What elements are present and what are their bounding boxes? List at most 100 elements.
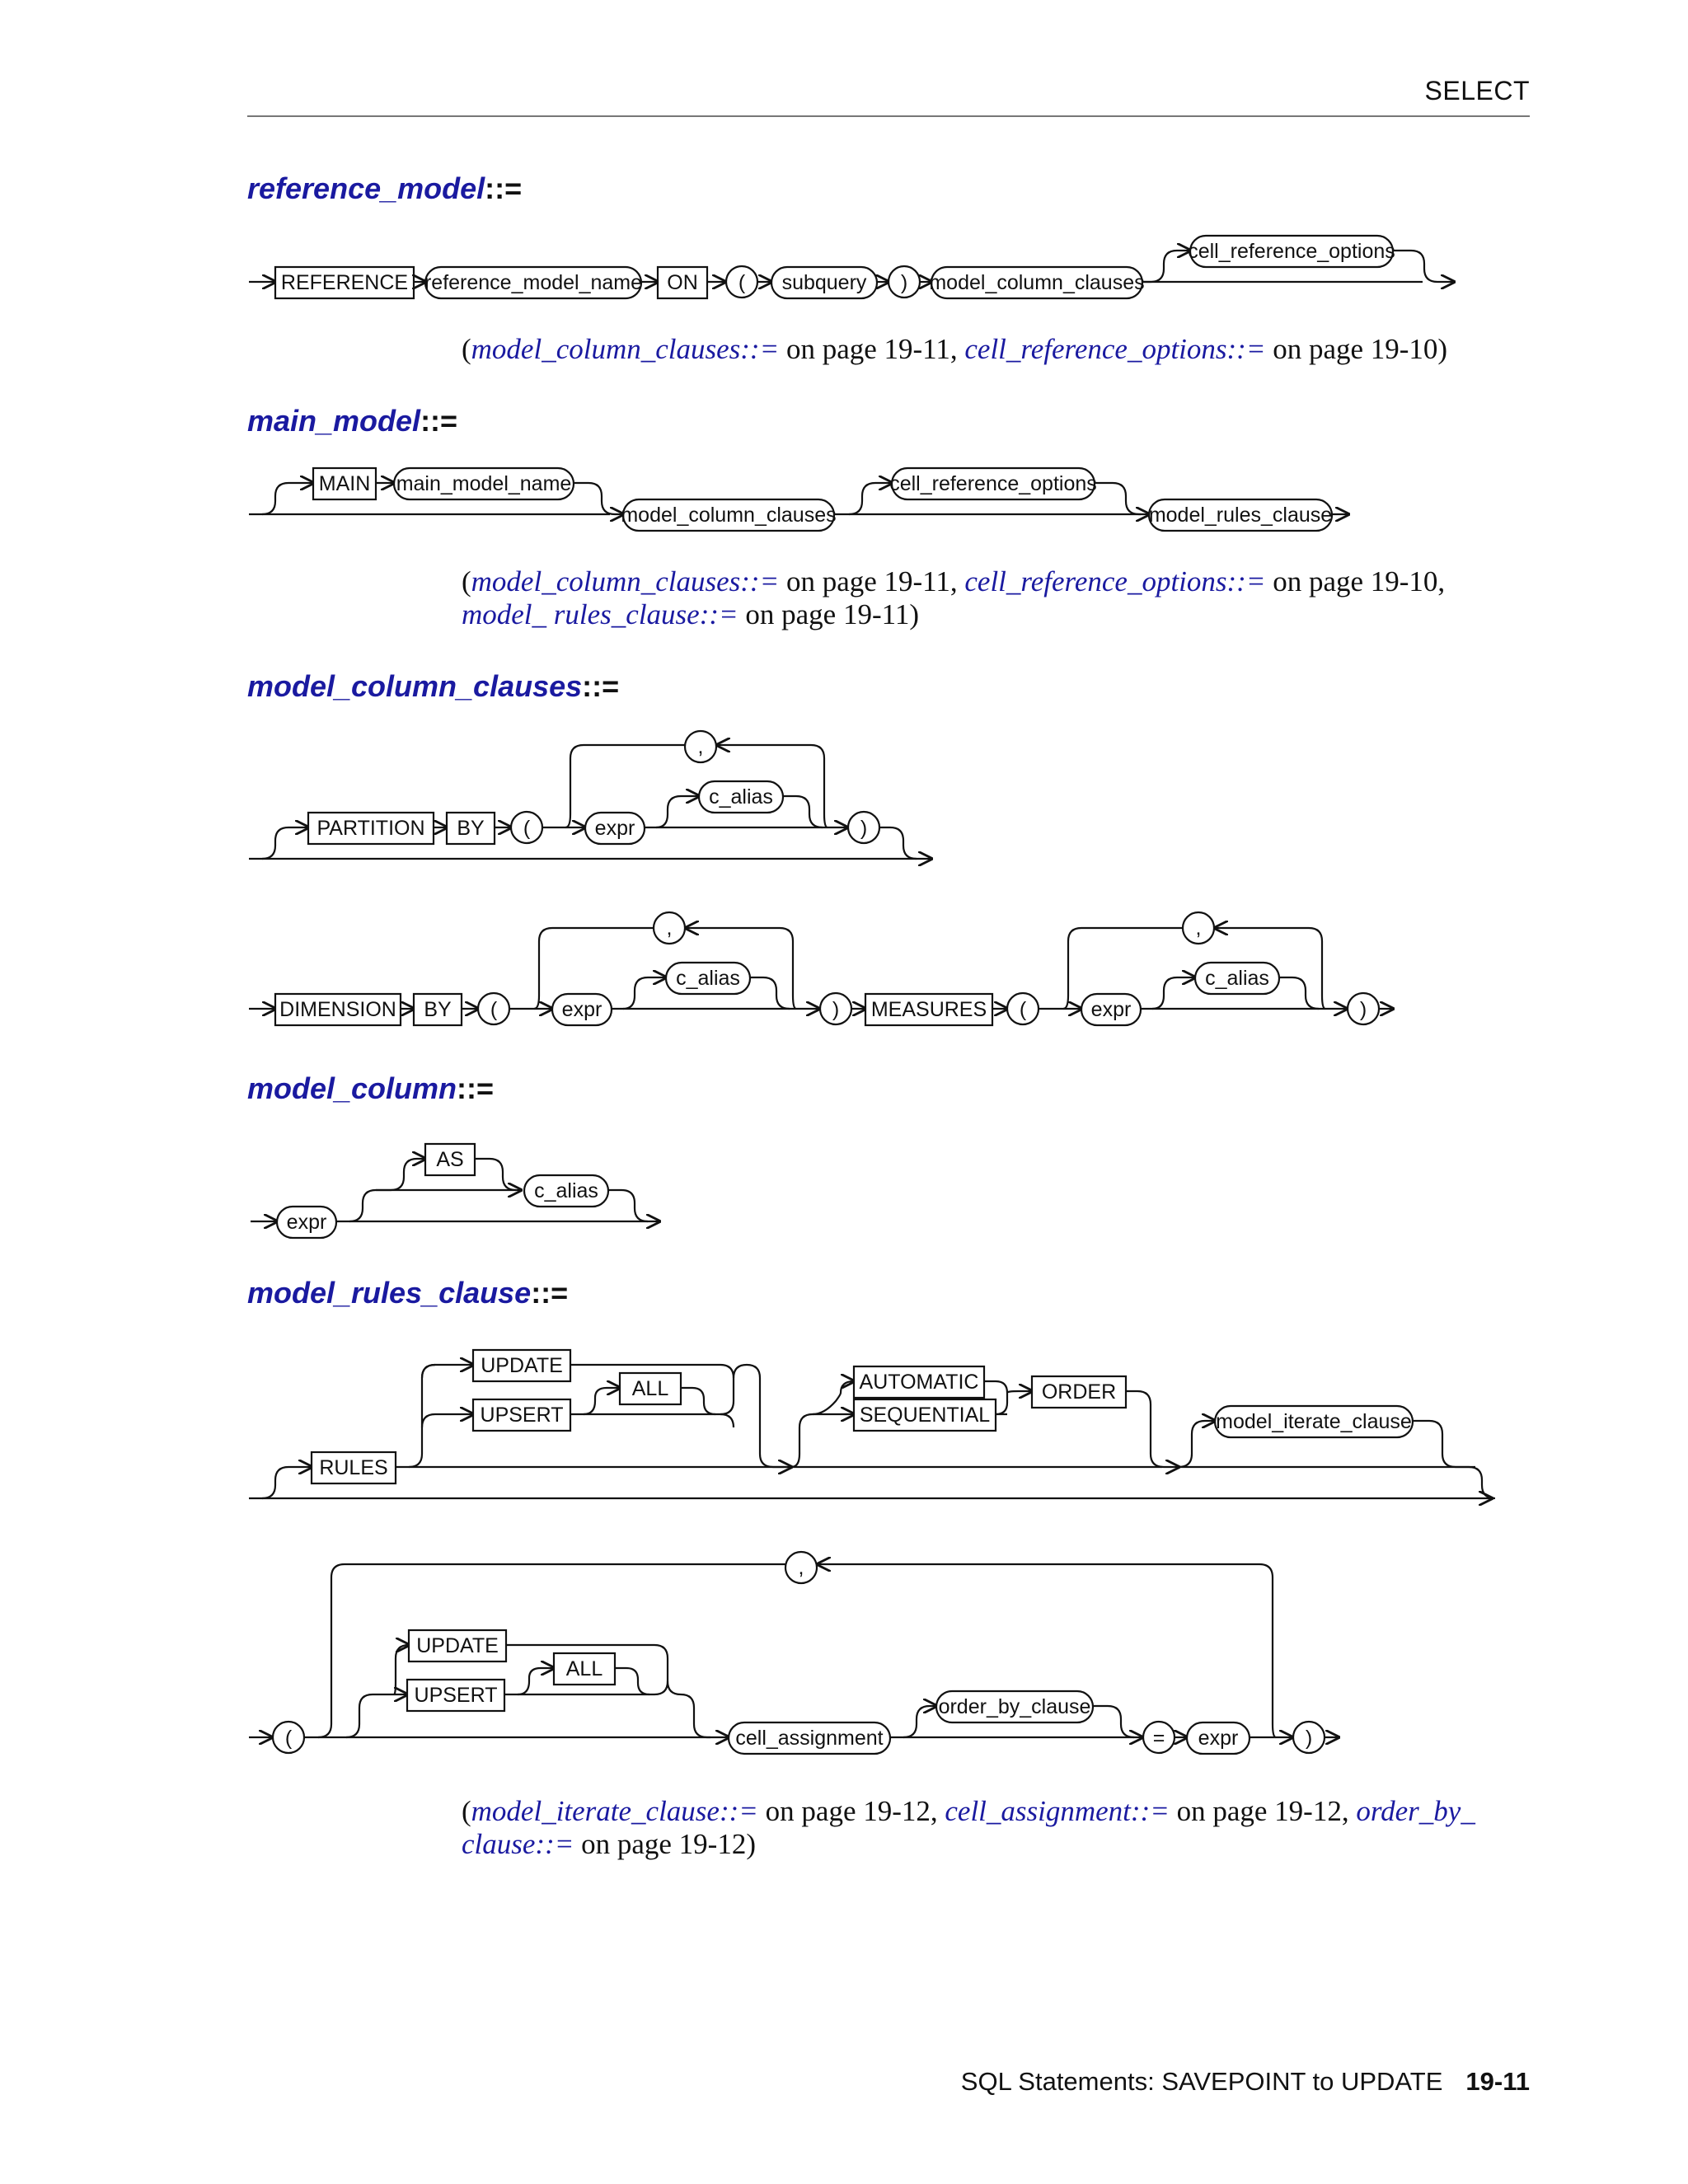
- xref-text: on page 19-10,: [1265, 565, 1446, 598]
- token-nonterminal: c_alias: [1205, 967, 1269, 990]
- token-punct: ,: [1196, 916, 1202, 940]
- production-operator: ::=: [457, 1071, 495, 1105]
- token-nonterminal: subquery: [782, 271, 867, 294]
- token-punct: ,: [667, 916, 673, 940]
- xref-link[interactable]: model_column_clauses::=: [471, 333, 780, 365]
- diagram-main-model: MAIN main_model_name model_column_clause…: [0, 458, 1688, 541]
- production-title-main-model: main_model::=: [247, 404, 457, 438]
- xref-main-model: (model_column_clauses::= on page 19-11, …: [462, 565, 1500, 631]
- token-keyword: MEASURES: [871, 998, 987, 1021]
- keyword-box: [864, 992, 994, 1027]
- production-title-model-column: model_column::=: [247, 1071, 494, 1106]
- diagram-model-column-clauses: PARTITION BY ( , expr c_alias ) DIMENSIO…: [0, 725, 1688, 1038]
- token-nonterminal: c_alias: [534, 1179, 598, 1202]
- token-nonterminal: expr: [1091, 998, 1132, 1021]
- diagram-model-rules-clause: RULES UPDATE UPSERT ALL AUTOMATIC SEQUEN…: [0, 1329, 1688, 1790]
- xref-link[interactable]: cell_reference_options::=: [964, 333, 1266, 365]
- running-head: SELECT: [1424, 76, 1530, 105]
- footer-page-number: 19-11: [1465, 2067, 1530, 2096]
- token-punct: (: [1020, 998, 1027, 1021]
- token-keyword: MAIN: [319, 472, 371, 495]
- xref-link[interactable]: order_by_ clause::=: [462, 1795, 1475, 1860]
- production-operator: ::=: [531, 1276, 569, 1310]
- token-nonterminal: order_by_clause: [939, 1695, 1091, 1718]
- production-name: reference_model: [247, 171, 485, 205]
- xref-text: (: [462, 333, 471, 365]
- xref-text: (: [462, 565, 471, 598]
- xref-link[interactable]: cell_reference_options::=: [964, 565, 1266, 598]
- token-punct: =: [1153, 1727, 1165, 1750]
- xref-link[interactable]: cell_assignment::=: [945, 1795, 1170, 1827]
- token-keyword: ALL: [632, 1377, 669, 1400]
- diagram-model-column: expr AS c_alias: [0, 1129, 1688, 1244]
- diagram-reference-model: REFERENCE reference_model_name ON ( subq…: [0, 227, 1688, 318]
- token-nonterminal: cell_reference_options: [889, 472, 1097, 495]
- production-name: main_model: [247, 404, 421, 438]
- xref-text: on page 19-11): [738, 598, 919, 630]
- keyword-box: [307, 811, 435, 846]
- keyword-box: [852, 1398, 997, 1432]
- xref-text: on page 19-11,: [779, 333, 965, 365]
- token-punct: ): [901, 271, 907, 294]
- production-title-model-rules-clause: model_rules_clause::=: [247, 1276, 568, 1310]
- token-nonterminal: model_column_clauses: [929, 271, 1144, 294]
- token-nonterminal: model_iterate_clause: [1216, 1410, 1412, 1433]
- token-keyword: ON: [667, 271, 698, 294]
- xref-link[interactable]: model_iterate_clause::=: [471, 1795, 758, 1827]
- token-keyword: UPDATE: [481, 1354, 563, 1377]
- xref-text: on page 19-12,: [1169, 1795, 1357, 1827]
- token-punct: ): [860, 817, 867, 840]
- xref-link[interactable]: model_column_clauses::=: [471, 565, 780, 598]
- production-operator: ::=: [420, 404, 458, 438]
- token-punct: ,: [799, 1556, 804, 1579]
- xref-reference-model: (model_column_clauses::= on page 19-11, …: [462, 333, 1500, 366]
- token-nonterminal: expr: [562, 998, 603, 1021]
- token-keyword: SEQUENTIAL: [860, 1404, 990, 1427]
- token-nonterminal: cell_reference_options: [1188, 240, 1395, 263]
- header-rule: [247, 115, 1530, 117]
- token-punct: ): [832, 998, 839, 1021]
- keyword-box: [552, 1652, 617, 1686]
- token-punct: ): [1306, 1727, 1312, 1750]
- keyword-box: [407, 1629, 508, 1663]
- keyword-box: [445, 811, 496, 846]
- token-nonterminal: main_model_name: [396, 472, 572, 495]
- xref-text: on page 19-11,: [779, 565, 965, 598]
- token-punct: (: [490, 998, 498, 1021]
- xref-text: on page 19-12,: [757, 1795, 945, 1827]
- xref-text: on page 19-10): [1265, 333, 1448, 365]
- token-keyword: RULES: [319, 1456, 387, 1479]
- token-keyword: BY: [457, 817, 485, 840]
- keyword-box: [424, 1142, 476, 1177]
- keyword-box: [471, 1398, 572, 1432]
- footer-book-title: SQL Statements: SAVEPOINT to UPDATE: [960, 2067, 1443, 2096]
- token-nonterminal: cell_assignment: [735, 1727, 883, 1750]
- production-name: model_column: [247, 1071, 457, 1105]
- production-name: model_rules_clause: [247, 1276, 532, 1310]
- token-nonterminal: reference_model_name: [424, 271, 642, 294]
- token-nonterminal: c_alias: [709, 785, 773, 808]
- token-nonterminal: model_rules_clause: [1149, 504, 1332, 527]
- production-title-model-column-clauses: model_column_clauses::=: [247, 669, 619, 704]
- token-keyword: UPDATE: [416, 1634, 499, 1657]
- production-operator: ::=: [582, 669, 620, 703]
- xref-text: (: [462, 1795, 471, 1827]
- token-keyword: ORDER: [1042, 1380, 1116, 1404]
- xref-link[interactable]: model_ rules_clause::=: [462, 598, 738, 630]
- page-footer: SQL Statements: SAVEPOINT to UPDATE 19-11: [961, 2067, 1530, 2097]
- token-nonterminal: c_alias: [676, 967, 740, 990]
- keyword-box: [618, 1371, 682, 1406]
- token-punct: ,: [698, 735, 704, 758]
- token-nonterminal: expr: [287, 1211, 327, 1234]
- token-punct: ): [1360, 998, 1367, 1021]
- token-nonterminal: expr: [1198, 1727, 1239, 1750]
- token-nonterminal: model_column_clauses: [621, 504, 836, 527]
- xref-text: on page 19-12): [574, 1828, 756, 1860]
- token-keyword: AUTOMATIC: [860, 1371, 979, 1394]
- token-keyword: PARTITION: [316, 817, 424, 840]
- production-title-reference-model: reference_model::=: [247, 171, 522, 206]
- token-punct: (: [523, 817, 531, 840]
- token-punct: (: [738, 271, 746, 294]
- xref-model-rules-clause: (model_iterate_clause::= on page 19-12, …: [462, 1795, 1500, 1861]
- token-keyword: UPSERT: [481, 1404, 564, 1427]
